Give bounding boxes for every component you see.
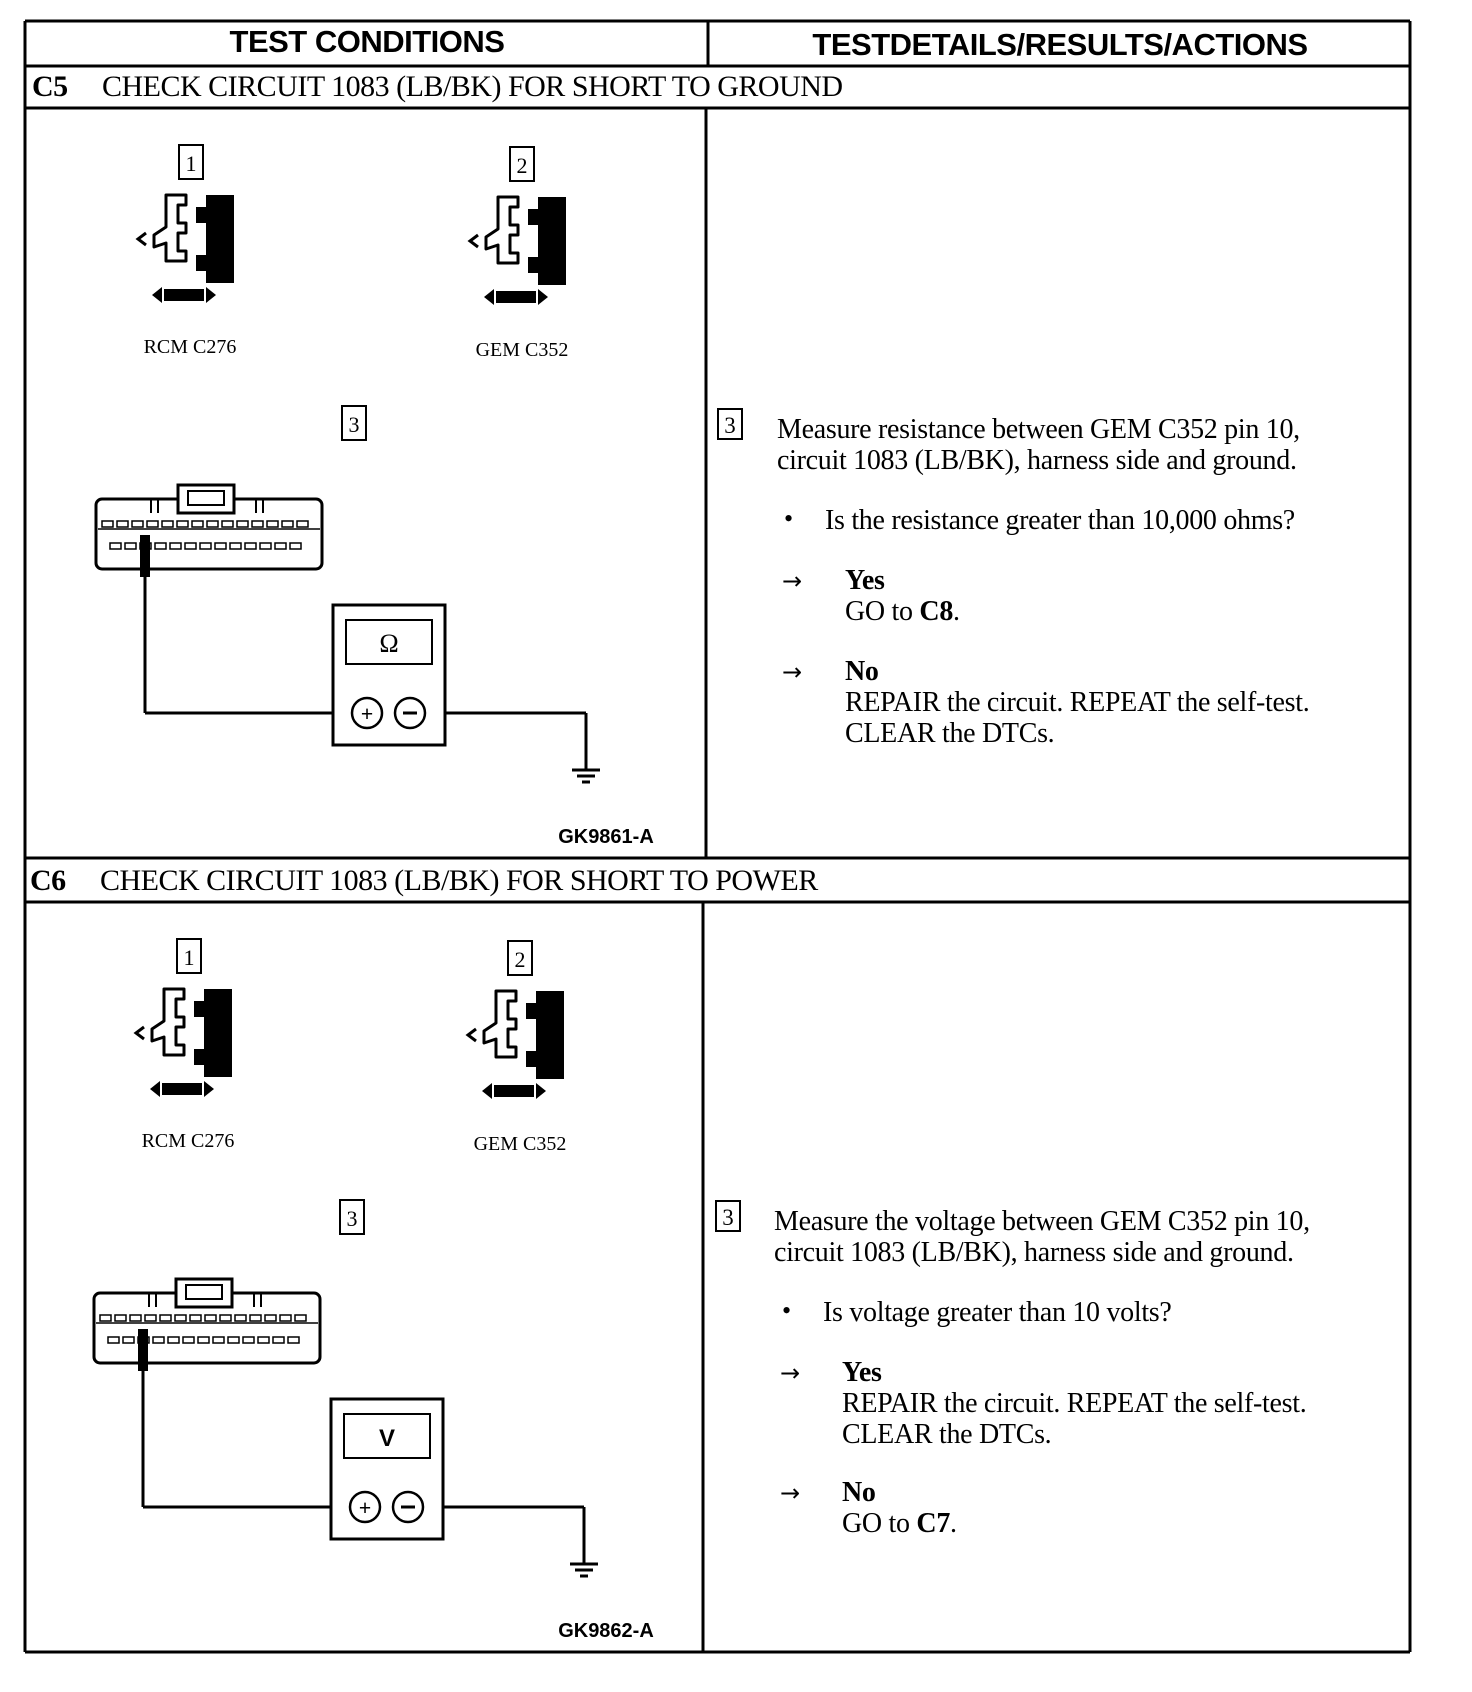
test-conditions-diagram-c5: 1 RCM C276 2 GEM C352 [94,144,654,848]
figure-id-c5: GK9861-A [558,826,654,848]
connector-label-rcm: RCM C276 [142,1130,235,1152]
instruction-line: Measure the voltage between GEM C352 pin… [774,1206,1310,1237]
answer-text: GO to [842,1508,917,1539]
answer-yes-c5: Yes GO to C8. [845,565,1405,627]
header-test-conditions: TEST CONDITIONS [229,24,505,59]
instruction-line: circuit 1083 (LB/BK), harness side and g… [777,445,1297,476]
answer-no-c6: No GO to C7. [842,1477,1402,1539]
connector-label-gem: GEM C352 [474,1133,567,1155]
answer-text: REPAIR the circuit. REPEAT the self-test… [842,1388,1307,1419]
test-details-c5: Measure resistance between GEM C352 pin … [777,414,1407,476]
section-title-c6: C6 CHECK CIRCUIT 1083 (LB/BK) FOR SHORT T… [30,862,818,900]
section-title-text: CHECK CIRCUIT 1083 (LB/BK) FOR SHORT TO … [100,864,818,897]
meter-display-symbol: Ω [379,629,398,658]
question-text: Is voltage greater than 10 volts? [823,1297,1172,1328]
answer-end: . [953,596,960,627]
answer-goto: C8 [919,596,954,627]
answer-goto: C7 [916,1508,951,1539]
step-marker-3: 3 [341,405,367,441]
svg-text:+: + [361,701,374,726]
figure-id-c6: GK9862-A [558,1620,654,1642]
svg-text:+: + [359,1495,372,1520]
test-details-c6: Measure the voltage between GEM C352 pin… [774,1206,1404,1268]
answer-label: No [845,656,879,687]
step-number: 1 [186,151,197,176]
step-marker-2: 2 [507,940,533,976]
connector-label-gem: GEM C352 [476,339,569,361]
arrow-right-icon: → [782,658,803,686]
answer-text: GO to [845,596,920,627]
step-marker-3: 3 [339,1199,365,1235]
gem-connector-icon [467,195,566,305]
section-id: C6 [30,864,66,897]
connector-label-rcm: RCM C276 [144,336,237,358]
answer-end: . [950,1508,957,1539]
test-conditions-diagram-c6: 1 RCM C276 2 GEM C352 [92,938,654,1642]
answer-text-line2: CLEAR the DTCs. [845,718,1055,749]
rcm-connector-icon [135,193,234,303]
step-marker-1: 1 [176,938,202,974]
answer-yes-c6: Yes REPAIR the circuit. REPEAT the self-… [842,1357,1402,1450]
step-number: 3 [349,412,360,437]
bullet: • [782,1296,791,1325]
step-marker-2: 2 [509,146,535,182]
step-marker-1: 1 [178,144,204,180]
rcm-connector-icon [133,987,232,1097]
step-number: 2 [517,153,528,178]
detail-step-marker: 3 [715,1200,741,1232]
harness-connector-icon [94,483,324,577]
answer-no-c5: No REPAIR the circuit. REPEAT the self-t… [845,656,1405,749]
step-number: 1 [184,945,195,970]
multimeter-icon: V + [329,1397,445,1541]
arrow-right-icon: → [780,1479,801,1507]
answer-text: REPAIR the circuit. REPEAT the self-test… [845,687,1310,718]
bullet: • [784,504,793,533]
answer-label: Yes [845,565,885,596]
section-id: C5 [32,70,68,103]
harness-connector-icon [92,1277,322,1371]
section-title-text: CHECK CIRCUIT 1083 (LB/BK) FOR SHORT TO … [102,70,843,103]
answer-text-line2: CLEAR the DTCs. [842,1419,1052,1450]
step-number: 2 [515,947,526,972]
meter-display-symbol: V [379,1425,395,1452]
test-wiring [143,575,600,784]
test-wiring [141,1369,598,1578]
gem-connector-icon [465,989,564,1099]
answer-label: No [842,1477,876,1508]
instruction-line: Measure resistance between GEM C352 pin … [777,414,1300,445]
step-number: 3 [347,1206,358,1231]
section-title-c5: C5 CHECK CIRCUIT 1083 (LB/BK) FOR SHORT T… [32,68,843,106]
multimeter-icon: Ω + [331,603,447,747]
arrow-right-icon: → [782,567,803,595]
header-test-details: TESTDETAILS/RESULTS/ACTIONS [812,27,1308,62]
detail-step-marker: 3 [717,408,743,440]
question-text: Is the resistance greater than 10,000 oh… [825,505,1295,536]
arrow-right-icon: → [780,1359,801,1387]
instruction-line: circuit 1083 (LB/BK), harness side and g… [774,1237,1294,1268]
answer-label: Yes [842,1357,882,1388]
